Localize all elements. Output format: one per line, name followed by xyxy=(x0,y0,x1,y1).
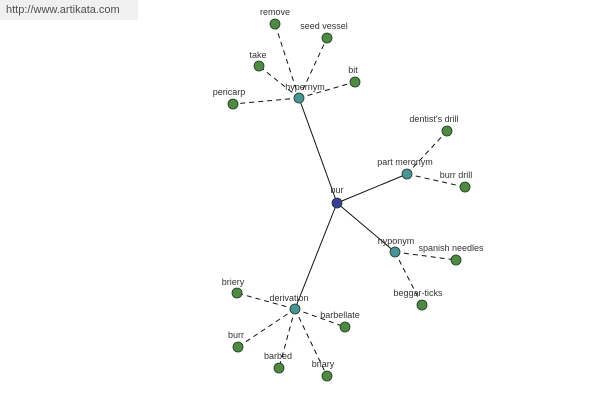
edge-root-derivation xyxy=(294,202,338,310)
leaf-node-beggar-ticks[interactable] xyxy=(416,299,428,311)
category-node-hypernym[interactable] xyxy=(293,92,305,104)
edge-hypernym-seed-vessel xyxy=(298,37,328,99)
labels: bur hypernym remove seed vessel take bit peric… xyxy=(213,7,484,369)
watermark-url[interactable]: http://www.artikata.com xyxy=(0,0,138,20)
category-label-part-meronym: part meronym xyxy=(377,157,433,167)
leaf-node-take[interactable] xyxy=(253,60,265,72)
nodes xyxy=(227,18,471,382)
leaf-label-briery: briery xyxy=(222,277,245,287)
leaf-node-seed-vessel[interactable] xyxy=(321,32,333,44)
edge-derivation-briery xyxy=(236,292,296,310)
leaf-node-burr-drill[interactable] xyxy=(459,181,471,193)
edge-root-part-meronym xyxy=(336,173,408,204)
leaf-node-remove[interactable] xyxy=(269,18,281,30)
edge-root-hyponym xyxy=(336,202,396,253)
category-label-derivation: derivation xyxy=(269,293,308,303)
leaf-node-briary[interactable] xyxy=(321,370,333,382)
edge-part-meronym-dentist-s-drill xyxy=(406,130,448,175)
leaf-label-burr-drill: burr drill xyxy=(440,170,473,180)
edge-part-meronym-burr-drill xyxy=(406,173,466,188)
edge-hyponym-beggar-ticks xyxy=(394,251,423,306)
edge-derivation-barbed xyxy=(278,308,296,369)
category-node-hyponym[interactable] xyxy=(389,246,401,258)
leaf-label-burr: burr xyxy=(228,330,244,340)
leaf-node-dentist-s-drill[interactable] xyxy=(441,125,453,137)
category-label-hypernym: hypernym xyxy=(285,82,325,92)
edge-derivation-briary xyxy=(294,308,328,377)
leaf-node-bit[interactable] xyxy=(349,76,361,88)
category-node-derivation[interactable] xyxy=(289,303,301,315)
leaf-node-barbellate[interactable] xyxy=(339,321,351,333)
root-label-bur: bur xyxy=(330,185,343,195)
leaf-label-bit: bit xyxy=(348,65,358,75)
edge-derivation-burr xyxy=(237,308,296,348)
leaf-node-pericarp[interactable] xyxy=(227,98,239,110)
leaf-label-briary: briary xyxy=(312,359,335,369)
edge-hypernym-remove xyxy=(274,23,300,99)
category-label-hyponym: hyponym xyxy=(378,236,415,246)
leaf-node-briery[interactable] xyxy=(231,287,243,299)
leaf-label-barbed: barbed xyxy=(264,351,292,361)
edge-root-hypernym xyxy=(298,97,338,204)
leaf-label-pericarp: pericarp xyxy=(213,87,246,97)
leaf-node-barbed[interactable] xyxy=(273,362,285,374)
leaf-node-burr[interactable] xyxy=(232,341,244,353)
leaf-node-spanish-needles[interactable] xyxy=(450,254,462,266)
leaf-label-seed-vessel: seed vessel xyxy=(300,21,348,31)
category-node-part-meronym[interactable] xyxy=(401,168,413,180)
edge-hypernym-bit xyxy=(298,81,356,99)
root-node-bur[interactable] xyxy=(331,197,343,209)
leaf-label-spanish-needles: spanish needles xyxy=(418,243,484,253)
leaf-label-dentist-s-drill: dentist's drill xyxy=(409,114,458,124)
leaf-label-barbellate: barbellate xyxy=(320,310,360,320)
leaf-label-beggar-ticks: beggar-ticks xyxy=(393,288,443,298)
edges xyxy=(232,23,466,377)
edge-hypernym-pericarp xyxy=(232,97,300,105)
leaf-label-remove: remove xyxy=(260,7,290,17)
edge-hyponym-spanish-needles xyxy=(394,251,457,261)
leaf-label-take: take xyxy=(249,50,266,60)
